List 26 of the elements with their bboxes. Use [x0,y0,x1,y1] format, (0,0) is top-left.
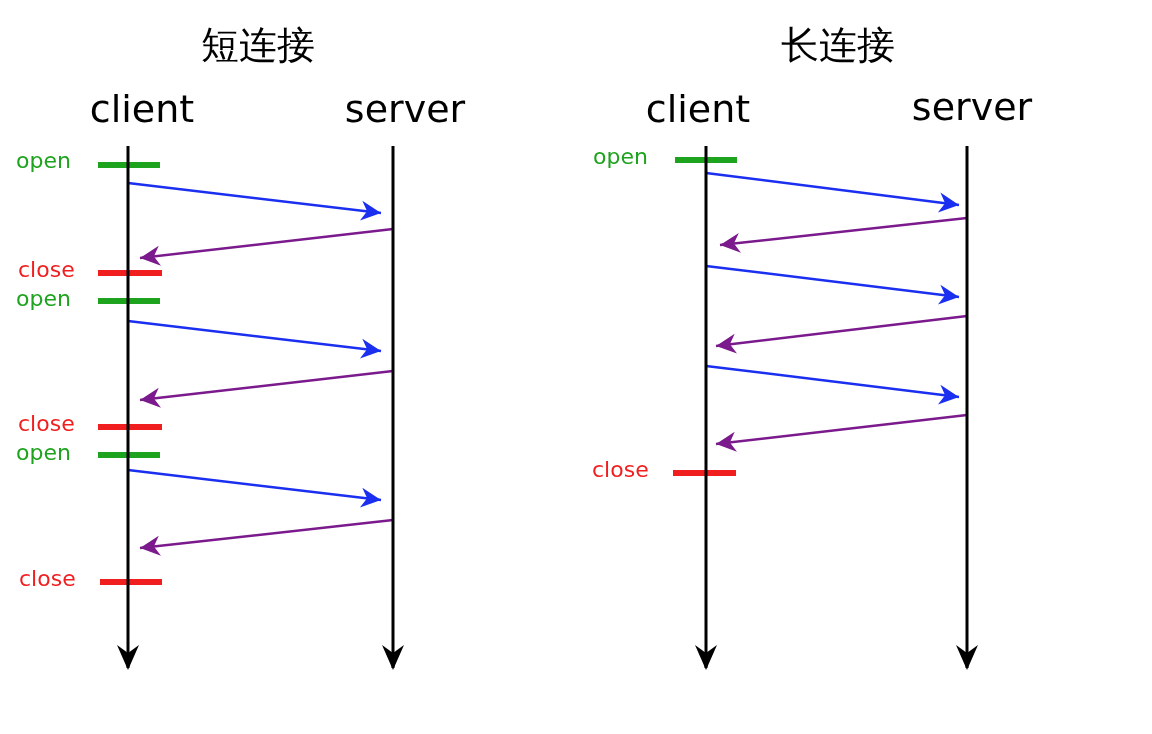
state-label: close [18,259,75,281]
message-arrow [715,314,968,354]
state-label: close [18,413,75,435]
participant-label: client [645,90,751,128]
panel-title: 短连接 [201,26,315,64]
message-arrow [139,518,394,556]
message-arrow [127,181,382,221]
message-arrow [139,369,394,408]
message-arrow [715,413,968,452]
state-label: open [16,442,71,464]
state-label: open [16,288,71,310]
state-label: close [592,459,649,481]
message-arrow [705,264,960,305]
participant-label: server [911,88,1033,126]
message-arrow [705,171,960,213]
panel-title: 长连接 [781,26,895,64]
state-label: close [19,568,76,590]
message-arrow [719,216,968,253]
state-label: open [593,146,648,168]
message-arrow [127,319,382,359]
participant-label: client [89,90,195,128]
state-label: open [16,150,71,172]
message-arrow [705,364,960,405]
message-arrow [127,468,382,508]
participant-label: server [344,90,466,128]
message-arrow [139,227,394,266]
